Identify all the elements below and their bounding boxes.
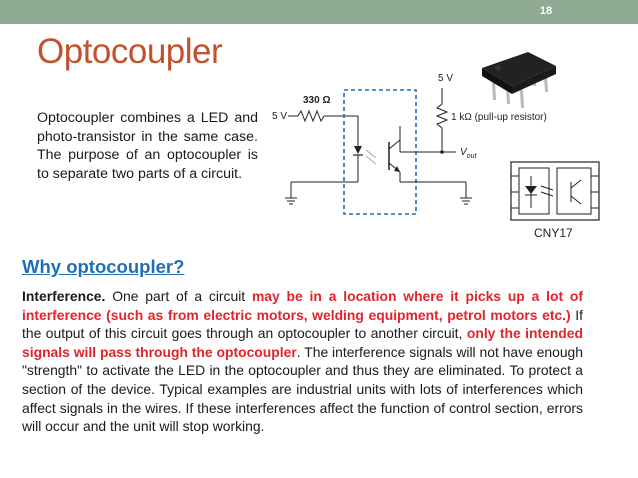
body-text-run: One part of a circuit [105, 288, 252, 304]
body-paragraph: Interference. One part of a circuit may … [22, 287, 583, 436]
optocoupler-chip-image [482, 52, 556, 108]
body-text-run: If the output of this circuit goes throu… [22, 306, 584, 342]
body-highlight-run: only the intended signals will pass thro… [22, 325, 583, 360]
body-highlight-run: may be in a location where it picks up a… [22, 288, 583, 323]
left-supply-label: 5 V [272, 111, 287, 122]
section-subheading: Why optocoupler? [22, 256, 185, 277]
part-number-label: CNY17 [534, 226, 573, 240]
body-text-run: . The interference signals will not have… [22, 343, 583, 435]
intro-paragraph: Optocoupler combines a LED and photo-tra… [37, 110, 258, 182]
light-emission-arrows [365, 149, 377, 165]
resistor-330-label: 330 Ω [303, 95, 330, 106]
right-supply-label: 5 V [438, 73, 453, 84]
pullup-resistor-symbol [435, 103, 449, 129]
slide-number: 18 [539, 5, 553, 17]
cny17-pinout-diagram [510, 161, 600, 221]
led-symbol [354, 146, 362, 154]
vout-label: Vout [460, 147, 477, 160]
resistor-330-symbol [297, 109, 325, 123]
optocoupler-circuit-diagram: 5 V 330 Ω [272, 73, 547, 215]
ground-right-symbol [460, 197, 472, 205]
ground-left-symbol [285, 197, 297, 205]
header-band [0, 0, 638, 24]
body-lead-term: Interference. [22, 288, 106, 304]
pullup-resistor-label: 1 kΩ (pull-up resistor) [451, 112, 547, 123]
slide-title: Optocoupler [37, 32, 223, 71]
